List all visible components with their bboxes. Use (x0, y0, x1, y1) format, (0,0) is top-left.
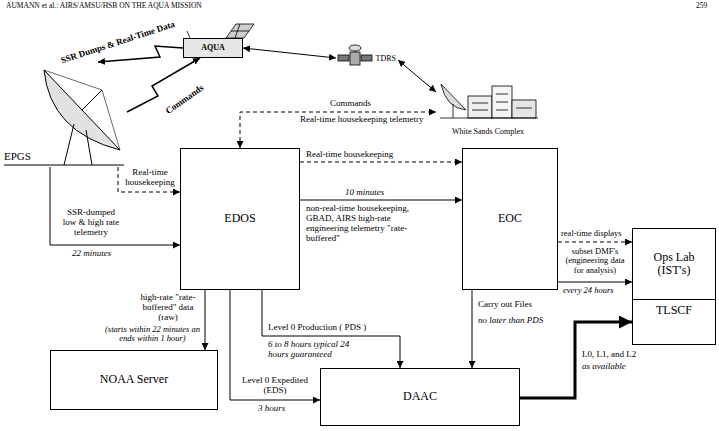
ground-complex: White Sands Complex (436, 78, 540, 140)
dish-feed (82, 90, 102, 110)
connector (240, 112, 436, 148)
connector (520, 322, 632, 398)
annotation: 22 minutes (72, 249, 111, 259)
annotation: (starts within 22 minutes an ends within… (105, 325, 200, 344)
node-label: Ops Lab (IST's) (644, 251, 704, 277)
aqua-satellite-figure (187, 24, 254, 38)
process-box: EOC (462, 148, 558, 290)
connector (300, 162, 462, 163)
window-row (472, 103, 488, 104)
connector (262, 290, 400, 368)
edge-label: L0, L1, and L2 (582, 350, 636, 360)
edge-label: SSR-dumped low & high rate telemetry (60, 208, 122, 238)
panel-line (235, 24, 240, 38)
connector (205, 290, 206, 350)
connector (472, 290, 473, 368)
satellite-node: TDRS (336, 44, 398, 74)
node-label: EPGS (4, 150, 31, 162)
window-row (496, 94, 508, 95)
ground-line (4, 165, 124, 166)
tdrs-satellite-figure (338, 45, 372, 65)
white-sands-figure (440, 84, 538, 118)
page-header: AUMANN et al.: AIRS/AMSU/HSB ON THE AQUA… (6, 2, 202, 10)
satellite-body (350, 52, 360, 65)
satellite-dish (349, 45, 361, 51)
dish-strut (355, 51, 356, 52)
connector (118, 167, 180, 192)
dish-bowl (44, 70, 120, 150)
connector (243, 48, 336, 58)
window-row (496, 110, 508, 111)
annotation: no later than PDS (478, 316, 543, 326)
annotation: as available (582, 362, 626, 372)
node-label: TDRS (376, 55, 396, 64)
edge-label: Carry out Files (478, 300, 532, 310)
antenna (187, 31, 190, 38)
dish-mount (64, 124, 74, 165)
annotation: every 24 hours (563, 286, 614, 295)
node-label: NOAA Server (100, 373, 168, 386)
building (512, 100, 536, 118)
edge-label: subset DMF's (engineering data for analy… (561, 247, 629, 275)
window-row (496, 102, 508, 103)
annotation: 6 to 8 hours typical 24 hours guaranteed (268, 340, 352, 360)
page-header: 259 (696, 2, 707, 10)
edge-label: Level 0 Expedited (EDS) (242, 376, 308, 396)
connector (558, 282, 632, 283)
edge-label: real-time displays (561, 229, 622, 238)
dish-strut (44, 70, 102, 90)
dish-mount (453, 104, 454, 118)
building (468, 96, 492, 118)
dish-mount (86, 130, 92, 165)
process-box: DAAC (320, 368, 520, 426)
node-label: AQUA (201, 44, 225, 53)
solar-panel (338, 55, 349, 61)
process-box: EDOS (180, 148, 300, 290)
connector (300, 200, 462, 201)
annotation: Real-time housekeeping telemetry (300, 115, 423, 125)
window-row (516, 108, 532, 109)
node-label: EOC (498, 212, 522, 225)
window-row (472, 110, 488, 111)
edge-label: Real-time housekeeping (306, 150, 393, 160)
ground-station: EPGS (2, 62, 127, 167)
edge-label: Real-time housekeeping (122, 168, 178, 188)
building (492, 86, 512, 118)
connector (398, 60, 436, 92)
solar-panel (226, 24, 254, 38)
edge-label: high-rate "rate-buffered" data (raw) (136, 293, 200, 323)
edge-label: non-real-time housekeeping, GBAD, AIRS h… (306, 204, 410, 244)
connector (127, 58, 200, 112)
epgs-dish-figure (4, 70, 124, 165)
panel-line (231, 31, 249, 32)
connector (50, 167, 180, 245)
edge-label: SSR Dumps & Real-Time Data (60, 20, 177, 66)
annotation: 3 hours (258, 404, 285, 414)
node-label: DAAC (403, 390, 437, 403)
process-box: TLSCF (632, 299, 716, 345)
node-label: TLSCF (656, 304, 692, 317)
connector (558, 242, 632, 243)
satellite-body: AQUA (183, 38, 243, 58)
dish-strut (102, 90, 120, 150)
process-box: Ops Lab (IST's) (632, 228, 716, 300)
edge-label: Commands (330, 99, 371, 109)
edge-label: Level 0 Production ( PDS ) (268, 323, 366, 333)
ground-line (440, 118, 538, 119)
annotation: 10 minutes (345, 188, 384, 198)
ground-dish (441, 84, 466, 110)
edge-label: Commands (164, 83, 206, 116)
node-label: EDOS (224, 212, 255, 225)
solar-panel (361, 55, 372, 61)
node-label: White Sands Complex (452, 128, 524, 137)
process-box: NOAA Server (50, 350, 218, 410)
